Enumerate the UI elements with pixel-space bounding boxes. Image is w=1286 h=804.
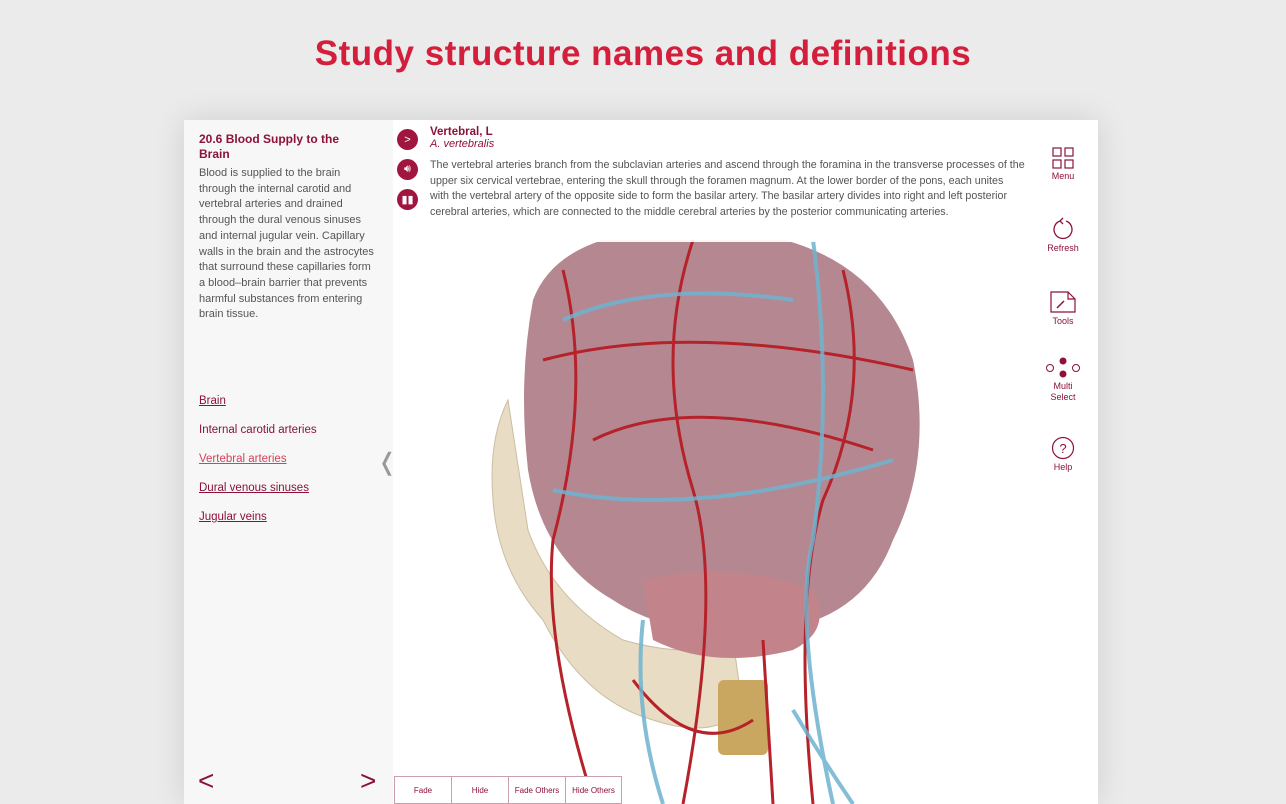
- help-label: Help: [1053, 462, 1073, 472]
- open-book-button[interactable]: ▮▮: [397, 189, 418, 210]
- action-bar: Fade Hide Fade Others Hide Others: [394, 776, 622, 804]
- tools-button[interactable]: Tools: [1028, 290, 1098, 327]
- page-headline: Study structure names and definitions: [314, 34, 972, 73]
- refresh-button[interactable]: Refresh: [1028, 217, 1098, 254]
- grid-icon: [1052, 147, 1074, 169]
- help-icon: ?: [1051, 436, 1075, 460]
- section-title: 20.6 Blood Supply to the Brain: [199, 132, 340, 161]
- tools-label: Tools: [1052, 316, 1074, 326]
- speaker-icon: 🔊︎: [404, 163, 411, 175]
- structure-info-panel: > 🔊︎ ▮▮ Vertebral, L A. vertebralis The …: [393, 120, 1033, 242]
- link-brain[interactable]: Brain: [199, 395, 226, 407]
- multi-select-icon: [1046, 357, 1080, 378]
- menu-label: Menu: [1051, 171, 1075, 181]
- refresh-label: Refresh: [1047, 243, 1079, 253]
- fade-button[interactable]: Fade: [394, 776, 451, 804]
- menu-button[interactable]: Menu: [1028, 147, 1098, 182]
- svg-text:?: ?: [1059, 441, 1066, 456]
- link-jugular-veins[interactable]: Jugular veins: [199, 511, 267, 523]
- multi-select-label: Multi Select: [1050, 381, 1076, 402]
- book-icon: ▮▮: [401, 194, 414, 206]
- hide-button[interactable]: Hide: [451, 776, 508, 804]
- prev-page-button[interactable]: <: [198, 765, 215, 796]
- pencil-document-icon: [1050, 291, 1076, 313]
- audio-pronunciation-button[interactable]: 🔊︎: [397, 159, 418, 180]
- right-toolbar: Menu Refresh Tools Multi Select ? Help: [1028, 120, 1098, 804]
- link-dural-venous-sinuses[interactable]: Dural venous sinuses: [199, 482, 309, 494]
- fade-others-button[interactable]: Fade Others: [508, 776, 565, 804]
- refresh-icon: [1053, 217, 1073, 240]
- help-button[interactable]: ? Help: [1028, 436, 1098, 473]
- link-vertebral-arteries[interactable]: Vertebral arteries: [199, 453, 287, 465]
- 3d-anatomy-viewer[interactable]: [393, 240, 1033, 804]
- chevron-right-icon: >: [404, 133, 411, 146]
- app-window: 20.6 Blood Supply to the Brain Blood is …: [184, 120, 1098, 804]
- expand-info-button[interactable]: >: [397, 129, 418, 150]
- sidebar: 20.6 Blood Supply to the Brain Blood is …: [184, 120, 397, 804]
- multi-select-button[interactable]: Multi Select: [1028, 357, 1098, 403]
- hide-others-button[interactable]: Hide Others: [565, 776, 622, 804]
- structure-name: Vertebral, L: [430, 126, 493, 138]
- section-body: Blood is supplied to the brain through t…: [199, 167, 374, 321]
- link-internal-carotid[interactable]: Internal carotid arteries: [199, 424, 317, 436]
- head-model-image: [491, 240, 920, 804]
- structure-definition: The vertebral arteries branch from the s…: [430, 159, 1025, 219]
- next-page-button[interactable]: >: [360, 765, 377, 796]
- structure-latin-name: A. vertebralis: [430, 138, 495, 150]
- collapse-sidebar-handle[interactable]: ❬: [377, 449, 398, 476]
